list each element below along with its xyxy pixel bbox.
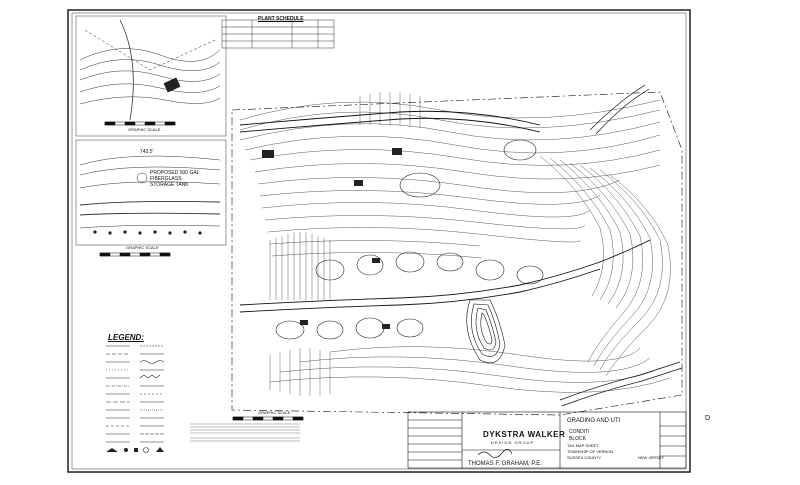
access-road <box>239 110 651 313</box>
sheet-title: GRADING AND UTI <box>567 418 621 424</box>
house-footprints <box>262 148 402 329</box>
north-east-drive <box>589 84 650 135</box>
title-block <box>407 411 687 469</box>
graphic-scale-label-1: GRAPHIC SCALE <box>128 127 161 132</box>
tax-map-label: TAX MAP SHEET <box>567 443 599 448</box>
engineer-signature <box>477 448 513 458</box>
scale-bar-1 <box>104 121 176 126</box>
notes-block <box>190 423 300 442</box>
legend-icons <box>106 447 164 453</box>
plant-schedule-table <box>221 19 335 49</box>
tank-label-line-3: STORAGE TANK <box>150 182 189 188</box>
municipality-label: TOWNSHIP OF VERNON <box>567 449 614 454</box>
inset-map-top <box>75 15 227 137</box>
firm-name: DYKSTRA WALKER <box>483 430 566 439</box>
tank-label-line-2: FIBERGLASS <box>150 176 182 182</box>
inset-elevation: 743.5' <box>140 149 154 155</box>
graphic-scale-label-2: GRAPHIC SCALE <box>126 245 159 250</box>
tree-row <box>93 230 202 235</box>
legend-title: LEGEND: <box>108 333 144 342</box>
lot-label: CONDITI <box>569 429 590 435</box>
inset-map-tank <box>75 139 227 246</box>
graphic-scale-label-3: GRAPHIC SCALE <box>258 410 291 415</box>
detention-basin <box>466 299 506 364</box>
legend-symbols <box>106 345 165 443</box>
county-label: SUSSEX COUNTY <box>567 455 602 460</box>
firm-subtitle: DESIGN GROUP <box>491 440 535 445</box>
steep-slope-hatching <box>269 92 421 396</box>
inset-building <box>163 77 181 93</box>
scale-bar-2 <box>99 252 171 257</box>
lot-footprints <box>275 139 544 340</box>
sheet-number: D <box>705 415 711 422</box>
scale-bar-3 <box>232 416 304 421</box>
plant-schedule-title: PLANT SCHEDULE <box>258 16 304 22</box>
tank-label-line-1: PROPOSED 500 GAL <box>150 170 200 176</box>
engineer-name: THOMAS F. GRAHAM, P.E. <box>468 461 542 467</box>
state-label: NEW JERSEY <box>638 455 665 460</box>
sheet-border <box>67 9 691 473</box>
south-east-drive <box>559 361 683 407</box>
contour-lines <box>239 99 671 393</box>
sheet-inner-border <box>71 12 687 470</box>
property-boundary <box>231 91 683 416</box>
block-label: BLOCK <box>569 436 586 442</box>
